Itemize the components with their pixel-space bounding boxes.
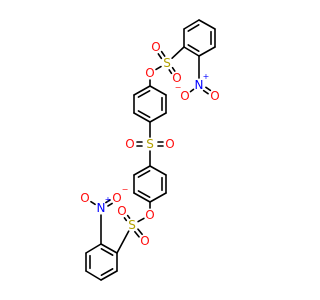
bond-n-o-top-b-a (202, 89, 209, 95)
bond-o-s-bot (137, 217, 145, 223)
bond-s-o-top-a-b (157, 53, 163, 60)
upper-phenyl-bond-5 (133, 85, 151, 96)
top-nitrophenyl-bond-4 (198, 46, 216, 57)
bottom-nitrophenyl-inner-1 (100, 268, 114, 276)
charge-o_top_nitro_a: − (175, 83, 182, 92)
bond-s-o-top-a-a (160, 50, 166, 57)
bottom-nitrophenyl-bond-1 (100, 270, 118, 281)
lower-phenyl-bond-5 (133, 165, 151, 176)
bond-s-o-bot-b-a (126, 214, 131, 219)
atom-label-s_mid: S (146, 137, 154, 151)
atom-label-o_top_nitro_a: O (180, 89, 189, 103)
bond-n-o-bot-b (90, 200, 96, 206)
bottom-nitrophenyl-inner-5 (100, 248, 114, 256)
bond-n-o-top-a (189, 88, 195, 93)
bond-n-o-bot-a-a (107, 202, 113, 207)
upper-phenyl-inner-3 (137, 110, 151, 119)
lower-phenyl-inner-5 (137, 169, 151, 178)
upper-phenyl-bond-3 (133, 112, 151, 123)
lower-phenyl-inner-3 (137, 190, 151, 199)
atom-label-o_bot_nitro_a: O (112, 191, 121, 205)
charge-o_bot_nitro_a: − (122, 185, 129, 194)
atom-label-o_bot_link: O (145, 208, 154, 222)
atom-label-n_top: N (195, 78, 204, 92)
atom-label-o_top_s_b: O (172, 71, 181, 85)
bond-layer (85, 19, 216, 281)
lower-phenyl-bond-3 (133, 192, 151, 203)
atom-label-o_mid_b: O (165, 137, 174, 151)
bond-s-o-bot-a-b (137, 228, 143, 236)
bottom-nitrophenyl-bond-5 (100, 243, 118, 254)
atom-label-o_top_link: O (145, 66, 154, 80)
atom-label-s_bot: S (128, 218, 136, 232)
bottom-nitrophenyl-bond-2 (85, 270, 102, 281)
atom-label-o_top_s_a: O (151, 40, 160, 54)
bond-s-o-bot-b-b (123, 217, 128, 222)
bond-o-s-top (155, 65, 162, 71)
top-nitrophenyl-inner-1 (187, 24, 200, 32)
atom-label-o_bot_s_b: O (117, 204, 126, 218)
upper-phenyl-bond-0 (149, 85, 167, 96)
bond-n-o-top-b-b (205, 86, 212, 92)
upper-phenyl-inner-5 (137, 89, 151, 98)
atom-label-s_top: S (163, 56, 171, 70)
charge-n_bot: + (105, 195, 112, 204)
atom-label-o_bot_s_a: O (140, 234, 149, 248)
bond-n-o-bot-a-b (105, 199, 111, 204)
atom-label-n_bot: N (97, 201, 106, 215)
bond-s-o-bot-a-a (134, 230, 140, 238)
bond-s-ring-bot (116, 230, 130, 254)
atom-label-o_mid_a: O (125, 137, 134, 151)
bottom-nitrophenyl-bond-4 (85, 243, 102, 254)
atom-label-o_top_nitro_b: O (210, 89, 219, 103)
upper-phenyl-bond-2 (149, 112, 167, 123)
lower-phenyl-bond-2 (149, 192, 167, 203)
top-nitrophenyl-bond-2 (198, 19, 216, 30)
bond-s-ring-top (171, 46, 185, 60)
lower-phenyl-bond-0 (149, 165, 167, 176)
atom-label-o_bot_nitro_b: O (80, 191, 89, 205)
top-nitrophenyl-bond-5 (183, 46, 200, 57)
charge-n_top: + (203, 72, 210, 81)
top-nitrophenyl-inner-5 (187, 44, 200, 52)
bond-s-o-top-b-a (168, 69, 173, 75)
bond-s-o-top-b-b (171, 66, 176, 72)
top-nitrophenyl-bond-1 (183, 19, 200, 30)
